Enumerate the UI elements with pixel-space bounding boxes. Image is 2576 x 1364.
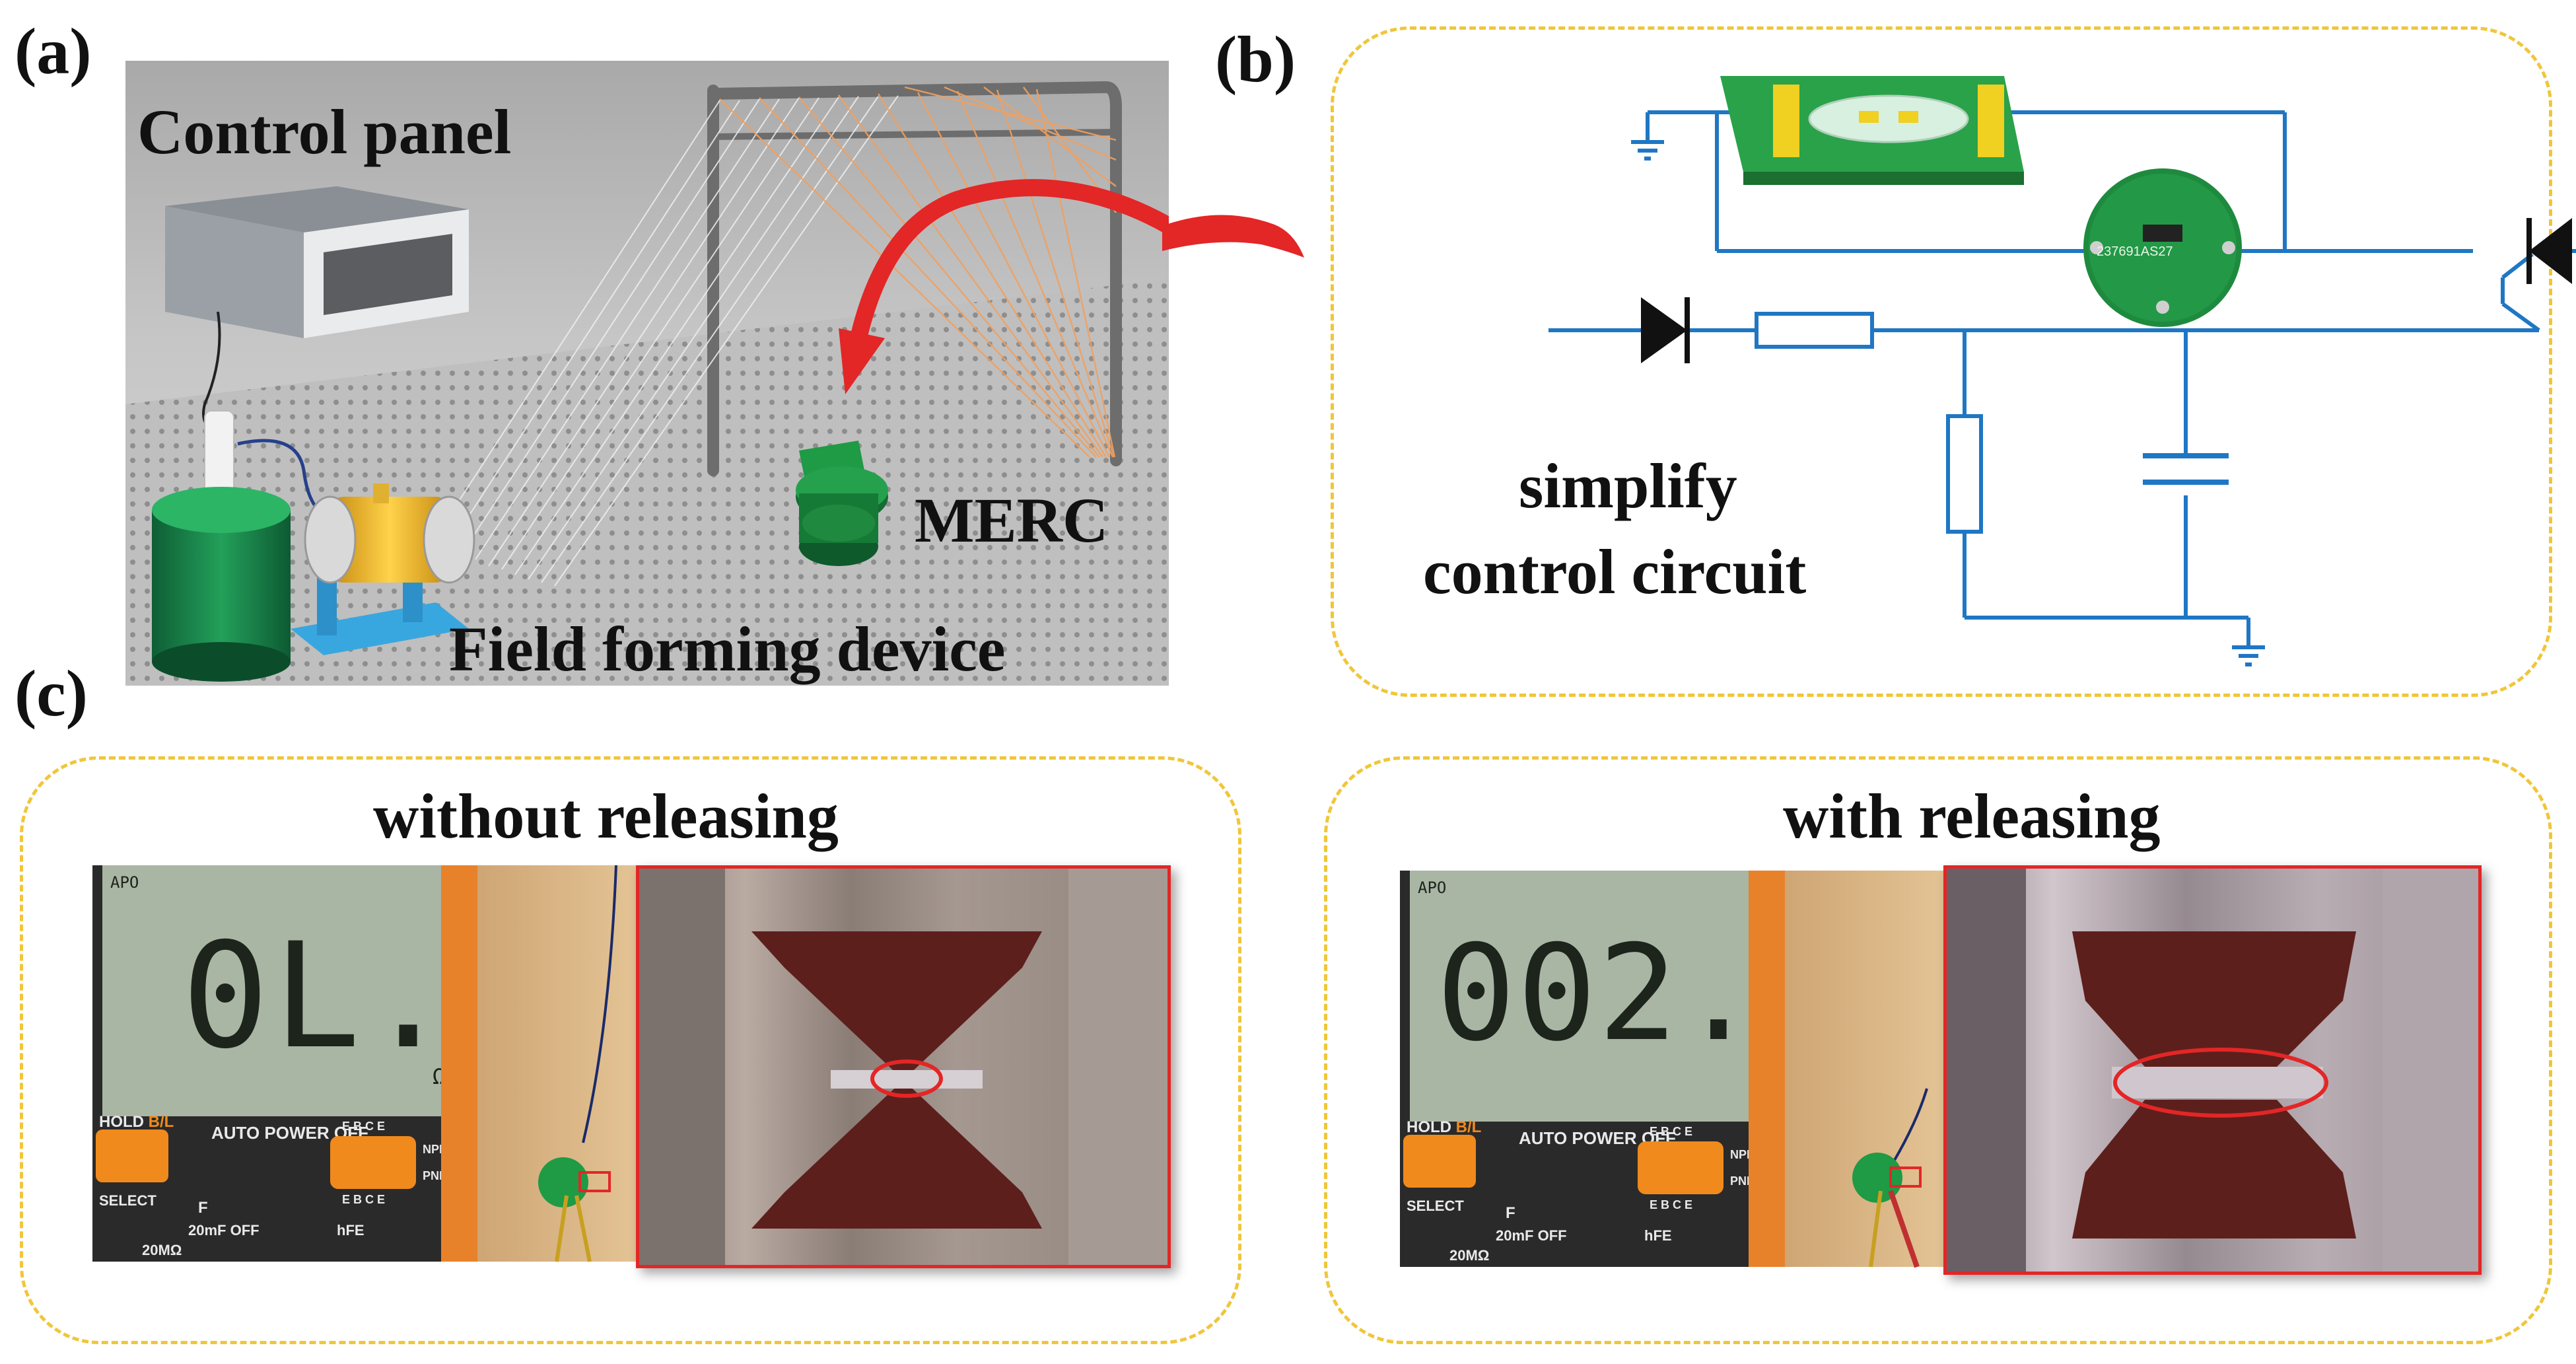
multimeter-right: APO 002.3 HOLD B/L SELECT AUTO POWER OFF… — [1400, 871, 1839, 1267]
bl-label-right: B/L — [1455, 1118, 1482, 1136]
control-panel-box — [165, 186, 469, 338]
panel-b-box — [1331, 26, 2552, 697]
red-arrow-tail — [1162, 215, 1304, 258]
microscope-photo-right — [1943, 865, 2482, 1275]
ebce-bottom-right: E B C E — [1650, 1198, 1693, 1211]
probe-wires-right — [1852, 1088, 1928, 1268]
microscope-photo-left — [636, 865, 1171, 1268]
pnp-label-left: PNP — [423, 1169, 448, 1182]
apo-label-left: APO — [110, 873, 139, 892]
pcb-switch — [1720, 76, 2024, 185]
resistor-series — [1755, 312, 1874, 349]
meter-edge-right — [1749, 871, 1785, 1267]
hfe-label-right: hFE — [1644, 1227, 1672, 1244]
select-label-left: SELECT — [99, 1192, 157, 1209]
control-panel-label: Control panel — [137, 96, 512, 167]
lcd-left: APO 0L. Ω — [102, 865, 462, 1116]
pnp-label-right: PNP — [1730, 1174, 1755, 1188]
coil-device — [291, 484, 475, 655]
ebce-top-left: E B C E — [342, 1120, 386, 1133]
multimeter-left: APO 0L. Ω HOLD B/L SELECT AUTO POWER OFF… — [92, 865, 475, 1262]
hold-button-left — [96, 1130, 168, 1182]
table-surface-right — [1785, 871, 1943, 1267]
panel-label-b: (b) — [1215, 22, 1296, 96]
circuit-caption-line2: control circuit — [1423, 536, 1807, 607]
gap-view-left — [639, 869, 1167, 1265]
cap-range-right: 20mF OFF — [1496, 1227, 1567, 1244]
wire-frame — [707, 81, 1122, 476]
hfe-socket-left — [330, 1136, 416, 1189]
diode-output — [2526, 218, 2572, 284]
hold-label-left: HOLD — [99, 1113, 144, 1131]
bl-label-left: B/L — [148, 1113, 174, 1131]
ohm-range-right: 20MΩ — [1449, 1247, 1490, 1264]
meter-edge-left — [441, 865, 477, 1262]
ebce-top-right: E B C E — [1650, 1125, 1693, 1138]
cap-range-left: 20mF OFF — [188, 1222, 260, 1238]
panel-c-left-box — [20, 756, 1241, 1344]
merc-device — [796, 441, 888, 566]
meter-reading-left: 0L. — [182, 912, 456, 1081]
rays-grey — [435, 95, 899, 587]
rays-orange — [719, 86, 1117, 458]
hfe-socket-right — [1638, 1141, 1723, 1194]
ohm-range-left: 20MΩ — [142, 1242, 182, 1258]
hfe-label-left: hFE — [337, 1222, 365, 1238]
panel-a-scene: Control panel MERC Field forming device — [125, 61, 1169, 686]
round-pcb — [2083, 168, 2242, 327]
panel-label-c: (c) — [15, 657, 88, 730]
hold-button-right — [1403, 1135, 1476, 1188]
circuit-caption-line1: simplify — [1519, 450, 1737, 521]
f-label-right: F — [1506, 1204, 1515, 1222]
panel-c-right-box — [1324, 756, 2552, 1344]
diode-input — [1641, 297, 1690, 363]
red-arrow — [839, 179, 1169, 394]
title-with-releasing: with releasing — [1783, 781, 2161, 851]
hold-label-right: HOLD — [1407, 1118, 1451, 1136]
gap-view-right — [1947, 869, 2478, 1272]
probe-wires-left — [538, 865, 617, 1262]
resistor-shunt — [1946, 414, 1983, 534]
ebce-bottom-left: E B C E — [342, 1193, 386, 1206]
circuit-diagram — [1549, 76, 2576, 666]
merc-label: MERC — [915, 485, 1109, 556]
lcd-right: APO 002.3 — [1410, 871, 1839, 1122]
green-generator — [152, 487, 291, 682]
optical-table — [125, 279, 1169, 686]
select-label-right: SELECT — [1407, 1198, 1464, 1214]
chip-marking: 237691AS27 — [2097, 244, 2173, 259]
field-device-label: Field forming device — [449, 614, 1006, 684]
title-without-releasing: without releasing — [373, 781, 839, 851]
scene-artwork — [125, 81, 1169, 686]
apo-label-right: APO — [1418, 879, 1447, 897]
panel-label-a: (a) — [15, 15, 92, 88]
f-label-left: F — [198, 1199, 208, 1217]
